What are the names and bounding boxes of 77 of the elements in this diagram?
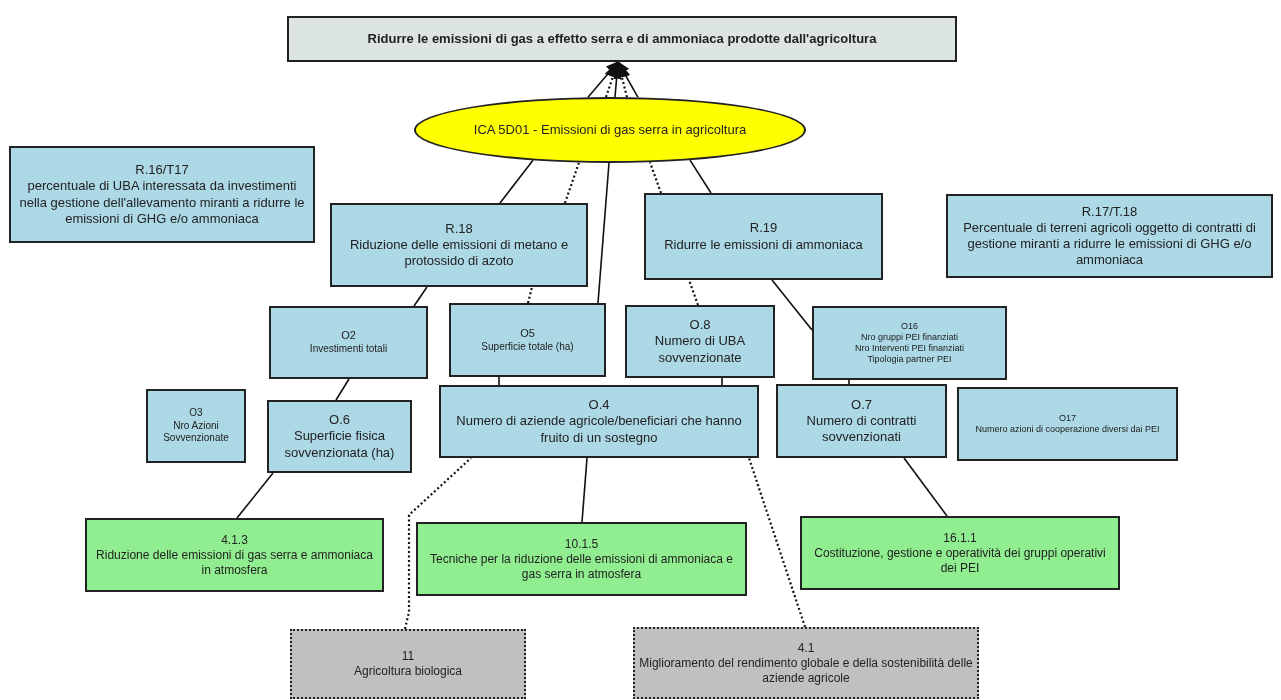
box-code: O3 — [189, 407, 203, 420]
box-text: Costituzione, gestione e operatività dei gruppi operativi dei PEI — [813, 545, 1107, 576]
box-text: Percentuale di terreni agricoli oggetto di contratti di gestione miranti a ridurre le emissioni di GHG e/o ammoniaca — [962, 219, 1257, 269]
measure-box — [416, 522, 747, 596]
indicator-box — [269, 306, 428, 379]
indicator-box — [146, 389, 246, 463]
connector-line — [687, 279, 700, 306]
box-text: Ridurre le emissioni di gas a effetto serra e di ammoniaca prodotte dall'agricoltura — [367, 30, 877, 48]
indicator-box — [449, 303, 606, 377]
connector-line — [498, 376, 500, 386]
connector-line — [236, 472, 274, 519]
indicator-box — [946, 194, 1273, 278]
box-text: Tecniche per la riduzione delle emissioni di ammoniaca e gas serra in atmosfera — [429, 551, 734, 582]
box-text: Investimenti totali — [309, 343, 388, 356]
box-code: O2 — [341, 329, 356, 344]
box-text: Nro Interventi PEI finanziati — [854, 343, 965, 355]
box-code: 11 — [401, 649, 415, 664]
box-text: Numero di aziende agricole/beneficiari che hanno fruito di un sostegno — [455, 413, 743, 446]
box-text: Nro gruppi PEI finanziati — [860, 331, 959, 343]
box-code: R.16/T17 — [135, 162, 189, 179]
connector-line — [563, 162, 581, 204]
connector-line — [617, 60, 639, 99]
box-code: R.17/T.18 — [1081, 203, 1138, 220]
connector-line — [597, 162, 610, 304]
box-text: Ridurre le emissioni di ammoniaca — [664, 236, 863, 253]
box-code: R.19 — [749, 220, 778, 237]
box-text: Superficie totale (ha) — [481, 340, 574, 354]
box-text: Superficie fisica sovvenzionata (ha) — [283, 428, 396, 461]
connector-line — [648, 161, 663, 194]
indicator-box — [267, 400, 412, 473]
connector-line — [903, 457, 948, 517]
box-code: O16 — [901, 320, 918, 332]
box-text: Numero di contratti sovvenzionati — [805, 412, 918, 446]
box-code: O.8 — [689, 317, 711, 334]
indicator-box — [644, 193, 883, 280]
box-code: O5 — [520, 326, 535, 341]
connector-line — [403, 457, 472, 630]
box-text: Miglioramento del rendimento globale e della sostenibilità delle aziende agricole — [639, 655, 973, 686]
box-text: Riduzione delle emissioni di metano e protossido di azoto — [348, 236, 570, 270]
indicator-box — [625, 305, 775, 378]
box-code: O.4 — [588, 397, 610, 414]
connector-line — [526, 286, 534, 304]
connector-line — [413, 286, 428, 307]
box-code: 4.1 — [797, 640, 815, 656]
related-measure-box — [633, 627, 979, 699]
box-text: Numero azioni di cooperazione diversi dai PEI — [975, 424, 1160, 436]
box-code: 4.1.3 — [221, 532, 248, 548]
indicator-box — [439, 385, 759, 458]
connector-line — [771, 279, 813, 331]
connector-line — [848, 379, 850, 385]
box-text: ICA 5D01 - Emissioni di gas serra in agricoltura — [473, 121, 747, 139]
indicator-box — [957, 387, 1178, 461]
box-text: Nro Azioni Sovvenzionate — [162, 419, 230, 445]
measure-box — [800, 516, 1120, 590]
connector-line — [721, 377, 723, 386]
box-code: O.7 — [851, 396, 872, 413]
connector-line — [587, 61, 619, 98]
indicator-box — [330, 203, 588, 287]
measure-box — [85, 518, 384, 592]
indicator-box — [812, 306, 1007, 380]
box-text: Numero di UBA sovvenzionate — [653, 333, 747, 366]
connector-line — [747, 457, 807, 628]
box-text: Riduzione delle emissioni di gas serra e ammoniaca in atmosfera — [95, 547, 374, 578]
box-code: 10.1.5 — [564, 536, 599, 552]
box-text: Tipologia partner PEI — [867, 354, 952, 366]
box-text: Agricoltura biologica — [353, 664, 463, 679]
box-code: O.6 — [329, 412, 350, 429]
connector-line — [335, 378, 350, 401]
indicator-box — [776, 384, 947, 458]
related-measure-box — [290, 629, 526, 699]
box-text: percentuale di UBA interessata da investimenti nella gestione dell'allevamento miranti a ridurre le emissioni di GHG e/o ammoniaca — [18, 178, 306, 227]
box-code: O17 — [1059, 412, 1076, 424]
connector-line — [581, 457, 588, 523]
objective-box — [287, 16, 957, 62]
indicator-box — [9, 146, 315, 243]
box-code: R.18 — [445, 220, 473, 237]
box-code: 16.1.1 — [943, 530, 977, 546]
